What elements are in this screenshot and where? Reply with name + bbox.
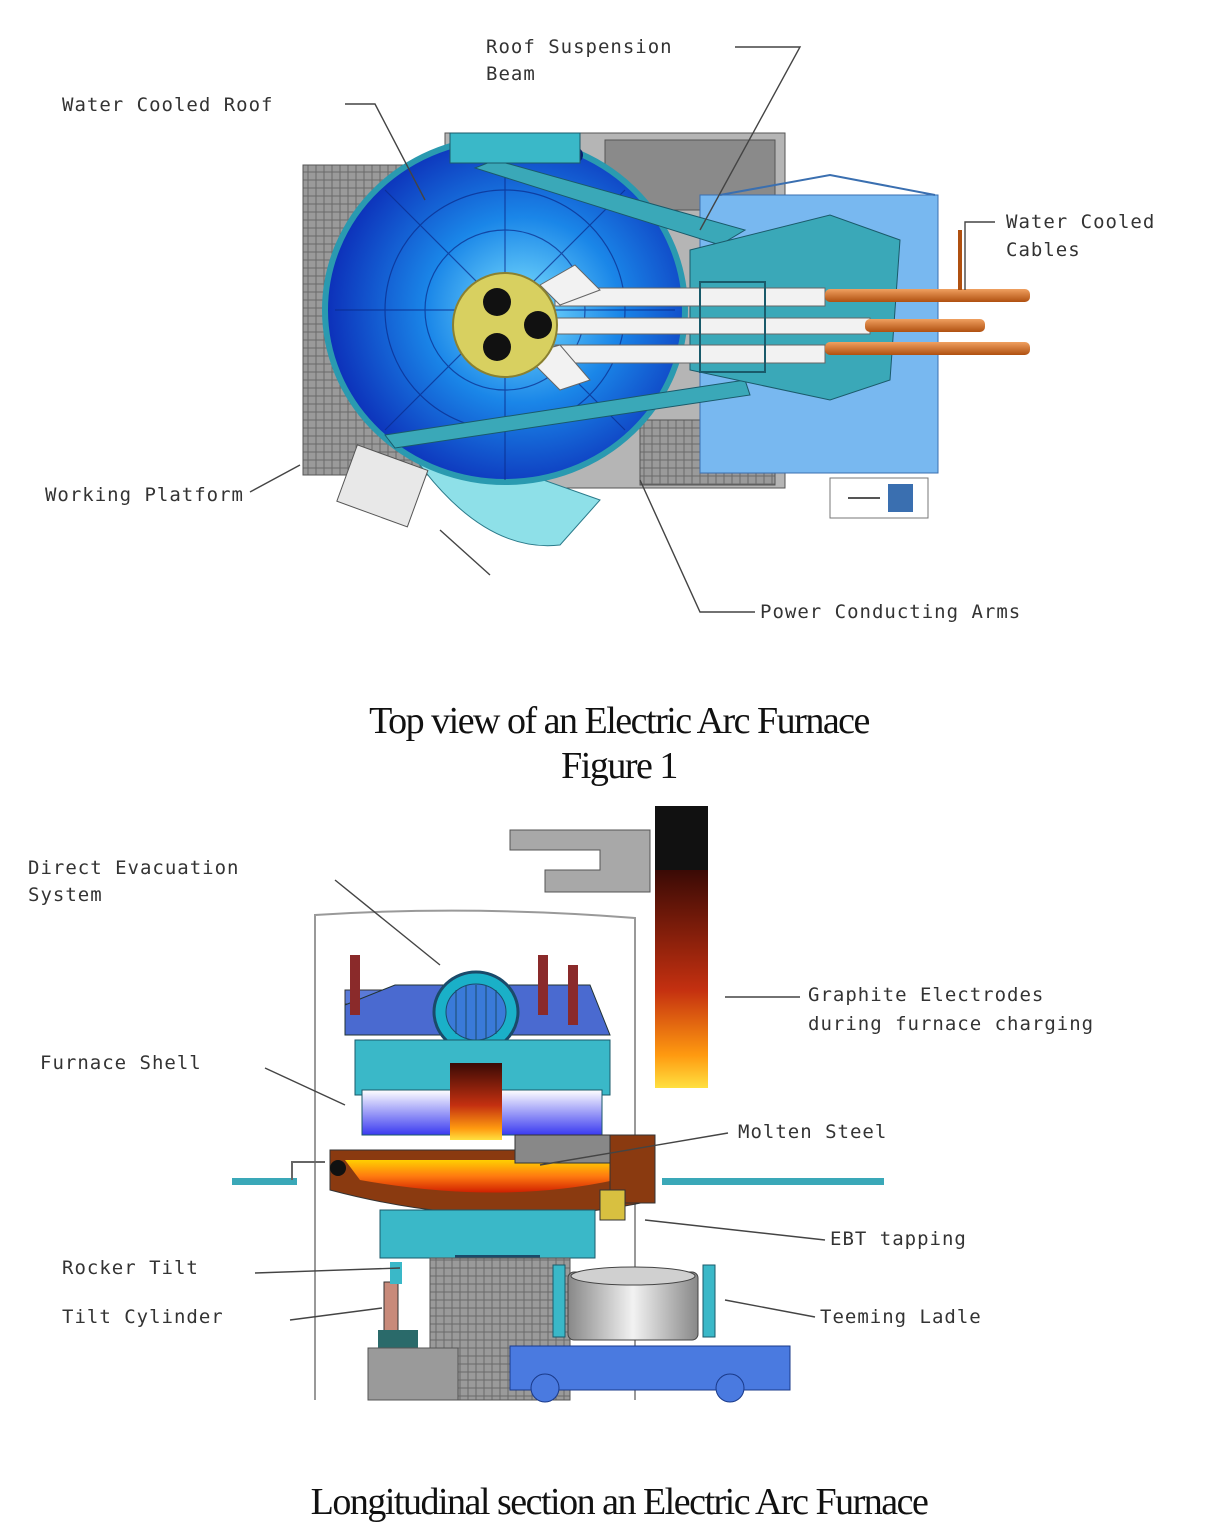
leader-line xyxy=(644,1219,826,1241)
leader-line xyxy=(699,46,802,231)
caption-longitudinal-section: Longitudinal section an Electric Arc Fur… xyxy=(311,1481,928,1522)
electrode-arm xyxy=(509,829,651,893)
label-roof-suspension-beam: Roof Suspension xyxy=(486,36,673,58)
tilt-cylinder xyxy=(383,1281,399,1335)
rocker xyxy=(379,1209,596,1259)
label-furnace-shell: Furnace Shell xyxy=(40,1052,202,1074)
figure-number: Figure 1 xyxy=(561,745,677,787)
graphite-electrode xyxy=(655,870,708,1088)
roof-post xyxy=(350,955,360,1015)
leader-line xyxy=(724,1299,816,1318)
electrode xyxy=(483,333,511,361)
section-view-drawing xyxy=(232,806,884,1403)
label-graphite-electrodes: Graphite Electrodes xyxy=(808,984,1044,1006)
leader-line xyxy=(289,1307,383,1321)
water-cooled-cable xyxy=(825,289,1030,302)
electrode xyxy=(483,288,511,316)
leader-line xyxy=(334,879,441,966)
water-cooled-cable xyxy=(865,319,985,332)
label-graphite-electrodes-line2: during furnace charging xyxy=(808,1013,1094,1035)
leader-line xyxy=(964,221,995,290)
leader-line xyxy=(439,529,491,576)
label-roof-suspension-beam-line2: Beam xyxy=(486,63,536,85)
label-water-cooled-cables: Water Cooled xyxy=(1006,211,1155,233)
label-direct-evacuation-system: Direct Evacuation xyxy=(28,857,239,879)
leader-line xyxy=(539,1132,729,1166)
top-view-drawing xyxy=(302,132,1030,547)
label-teeming-ladle: Teeming Ladle xyxy=(820,1306,982,1328)
leader-line xyxy=(639,479,755,613)
building-frame xyxy=(314,909,636,1400)
label-tilt-cylinder: Tilt Cylinder xyxy=(62,1306,224,1328)
molten-steel xyxy=(345,1160,615,1193)
label-water-cooled-roof: Water Cooled Roof xyxy=(62,94,273,116)
leader-line xyxy=(249,464,301,493)
water-cooled-cable xyxy=(825,342,1030,355)
electrode xyxy=(524,311,552,339)
label-power-conducting-arms: Power Conducting Arms xyxy=(760,601,1021,623)
floor-right xyxy=(662,1178,884,1185)
label-rocker-tilt: Rocker Tilt xyxy=(62,1257,199,1279)
leader-line xyxy=(345,103,426,201)
label-direct-evacuation-system-line2: System xyxy=(28,884,103,906)
label-water-cooled-cables-line2: Cables xyxy=(1006,239,1081,261)
charging-electrode xyxy=(450,1063,502,1140)
leader-line xyxy=(264,1067,346,1106)
label-ebt-tapping: EBT tapping xyxy=(830,1228,967,1250)
electrode-ring xyxy=(452,272,558,378)
label-molten-steel: Molten Steel xyxy=(738,1121,887,1143)
caption-top-view: Top view of an Electric Arc Furnace xyxy=(369,700,869,742)
floor-left xyxy=(232,1178,297,1185)
ebt-tap-hole xyxy=(599,1189,626,1221)
label-working-platform: Working Platform xyxy=(45,484,244,506)
leader-line xyxy=(254,1267,401,1274)
